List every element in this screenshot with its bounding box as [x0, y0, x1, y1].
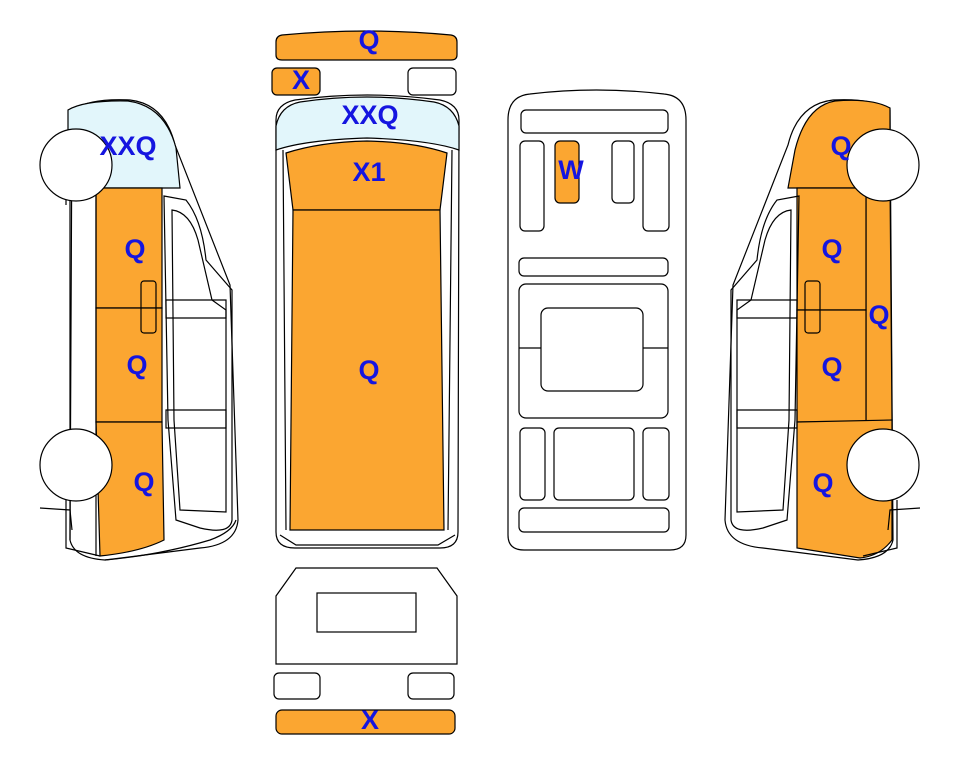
left-rear-wheel [39, 428, 113, 502]
label-seat: W [558, 155, 584, 185]
label-left-windshield: XXQ [99, 131, 156, 161]
right-headlight [407, 67, 457, 96]
left-side-view: XXQ Q Q Q [39, 99, 239, 561]
left-front-wheel [39, 128, 113, 202]
rear-right-light [407, 672, 455, 700]
label-left-headlight: X [292, 65, 310, 95]
right-side-view: Q Q Q Q Q [724, 99, 921, 561]
rear-bumper [275, 709, 456, 735]
top-windshield [275, 96, 460, 151]
right-rear-wheel [846, 428, 920, 502]
label-hood: X1 [352, 157, 385, 187]
front-bumper [275, 30, 458, 61]
label-right-rear-panel: Q [812, 468, 833, 498]
seat [554, 140, 580, 204]
left-headlight [271, 67, 321, 96]
right-front-wheel [846, 128, 920, 202]
left-side-rear-panel [95, 421, 165, 557]
label-roof: Q [358, 355, 379, 385]
label-left-middle-panel: Q [126, 350, 147, 380]
label-right-lower-panel: Q [821, 352, 842, 382]
roof [289, 209, 445, 531]
label-front-bumper: Q [358, 25, 379, 55]
label-right-middle-panel: Q [821, 234, 842, 264]
rear-window [316, 592, 417, 633]
label-right-front-panel: Q [830, 131, 851, 161]
interior-view: W [507, 89, 687, 551]
label-right-door: Q [868, 300, 889, 330]
top-view: Q X XXQ X1 Q [271, 25, 460, 549]
rear-left-light [273, 672, 321, 700]
label-left-front-panel: Q [124, 234, 145, 264]
hood [285, 140, 448, 211]
label-rear-bumper: X [361, 705, 379, 735]
label-left-rear-panel: Q [133, 467, 154, 497]
rear-view: X [273, 567, 458, 735]
label-top-windshield: XXQ [341, 100, 398, 130]
